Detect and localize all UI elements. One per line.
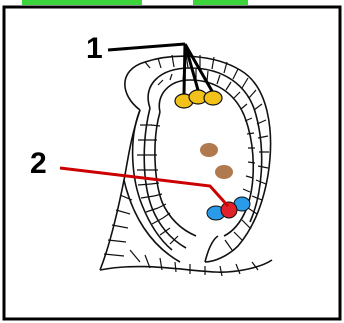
inner-cell-ticks-left — [150, 125, 170, 218]
top-accent-bar-right — [193, 0, 248, 5]
label-2: 2 — [30, 147, 47, 180]
micropyle-edge — [205, 236, 218, 262]
polar-nucleus-1 — [200, 143, 218, 157]
pointer-1-to-cell-2 — [185, 44, 198, 90]
inner-integument-left — [155, 112, 196, 236]
pointer-2-line — [60, 168, 228, 206]
outer-frame — [4, 7, 340, 319]
base-edge — [100, 260, 272, 272]
antipodal-cells — [175, 90, 222, 108]
antipodal-cell-3 — [204, 91, 222, 105]
cell-walls — [104, 54, 269, 276]
pointer-1-to-cell-1 — [184, 44, 185, 94]
pointer-1-horizontal — [108, 44, 185, 50]
top-accent-bar-left — [22, 0, 142, 5]
polar-nucleus-2 — [215, 165, 233, 179]
label-1: 1 — [86, 32, 103, 65]
egg-cell — [221, 202, 237, 218]
ovule-integuments — [100, 56, 272, 272]
